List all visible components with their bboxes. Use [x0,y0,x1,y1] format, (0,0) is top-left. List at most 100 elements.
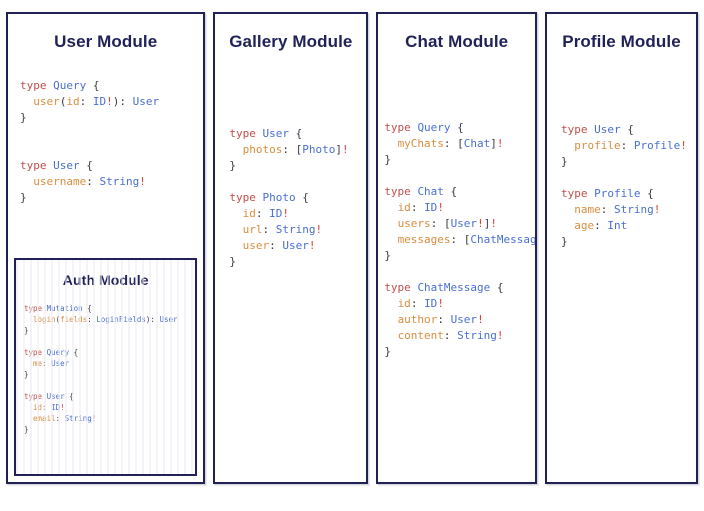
module-card-gallery[interactable]: Gallery Module type User { photos: [Phot… [213,12,369,484]
code-token-type: Photo [302,143,336,157]
code-token-punct [561,139,574,152]
code-token-punct [384,313,397,326]
code-token-type: ID [92,95,107,109]
code-token-bang: ! [342,143,349,157]
code-line: type User { [24,391,195,402]
code-blank-line [24,380,195,391]
code-token-punct: } [384,249,391,263]
code-line: username: String! [20,174,203,190]
code-token-punct: { [69,347,79,357]
code-line: email: String! [24,413,195,424]
code-token-type: String [457,329,497,343]
code-token-punct: : [262,223,276,237]
code-token-punct: } [24,424,29,434]
code-token-field: url [242,223,263,237]
code-token-punct: [ [295,143,303,157]
code-token-type: String [275,223,316,237]
code-line: } [384,344,535,360]
code-token-field: fields [60,314,88,324]
code-token-type: ChatMessage [470,233,538,247]
code-token-punct: : [55,413,65,423]
code-token-bang: ! [282,207,290,221]
code-token-keyword: type [24,303,47,313]
code-token-punct: { [295,191,309,205]
code-token-type: User [132,95,160,109]
schema-code-gallery: type User { photos: [Photo]!} type Photo … [215,54,366,270]
module-card-auth[interactable]: Auth Module type Mutation { login(fields… [14,258,198,476]
code-token-field: email [33,413,56,423]
code-line: } [384,248,535,264]
code-token-type: Profile [594,187,641,201]
code-token-punct: [ [443,217,451,231]
code-token-type: String [64,413,92,423]
code-line: photos: [Photo]! [229,142,366,158]
code-token-punct: ): [112,95,133,109]
code-token-field: myChats [397,137,444,151]
code-token-bang: ! [653,203,661,217]
code-line: type Query { [24,347,195,358]
code-token-type: User [51,358,70,368]
code-token-punct [20,175,33,188]
code-token-field: id [397,201,411,215]
code-token-field: photos [242,143,283,157]
code-line: type Photo { [229,190,366,206]
code-token-bang: ! [106,95,113,109]
code-token-bang: ! [437,297,444,311]
code-line: users: [User!]! [384,216,535,232]
code-token-type: User [282,239,309,253]
code-token-type: ID [424,297,438,311]
code-token-keyword: type [229,191,263,205]
module-title-chat: Chat Module [405,32,509,51]
code-token-punct: { [450,121,464,135]
code-token-punct: : [255,207,270,221]
code-token-bang: ! [315,223,323,237]
code-token-bang: ! [477,217,484,231]
code-token-punct: } [229,255,237,269]
code-token-punct [384,201,397,214]
code-token-punct: [ [457,137,464,151]
code-blank-line [384,168,535,184]
code-line: user(id: ID!): User [20,94,203,110]
code-token-type: User [594,123,621,137]
code-token-type: ID [269,207,283,221]
code-token-punct: : [282,143,296,157]
code-line: me: User [24,358,195,369]
code-line: } [384,152,535,168]
code-token-punct: [ [463,233,471,247]
code-line: type Chat { [384,184,535,200]
code-token-punct: { [443,185,458,199]
code-token-field: id [242,207,256,221]
code-token-punct: : [600,203,615,217]
code-token-punct: : [410,297,425,311]
code-token-punct: } [561,155,568,169]
code-token-field: id [66,95,80,109]
code-token-punct: } [384,153,391,167]
code-token-punct: : [430,217,444,231]
module-columns: User Module type Query { user(id: ID!): … [6,12,698,484]
code-token-punct: : [42,358,52,368]
module-card-chat[interactable]: Chat Module type Query { myChats: [Chat]… [376,12,538,484]
code-line: url: String! [229,222,366,238]
code-token-bang: ! [60,402,65,412]
code-token-type: Query [417,121,451,135]
code-token-punct [561,203,574,216]
module-card-profile[interactable]: Profile Module type User { profile: Prof… [545,12,698,484]
code-blank-line [20,142,203,158]
code-token-punct [384,233,397,246]
code-token-bang: ! [437,201,444,215]
code-token-type: User [159,314,178,324]
code-token-field: messages [397,233,451,247]
code-token-field: me [33,358,43,368]
module-card-user[interactable]: User Module type Query { user(id: ID!): … [6,12,206,484]
code-token-type: User [53,159,80,173]
module-title-profile: Profile Module [562,32,681,51]
code-token-keyword: type [20,79,54,93]
code-token-punct [24,315,33,324]
code-token-punct [384,297,397,310]
code-token-punct [229,143,242,156]
code-token-keyword: type [384,281,418,295]
schema-code-profile: type User { profile: Profile!}type Profi… [547,54,696,250]
code-token-type: User [46,391,65,401]
code-line: type User { [20,158,203,174]
code-token-punct: { [289,127,303,141]
